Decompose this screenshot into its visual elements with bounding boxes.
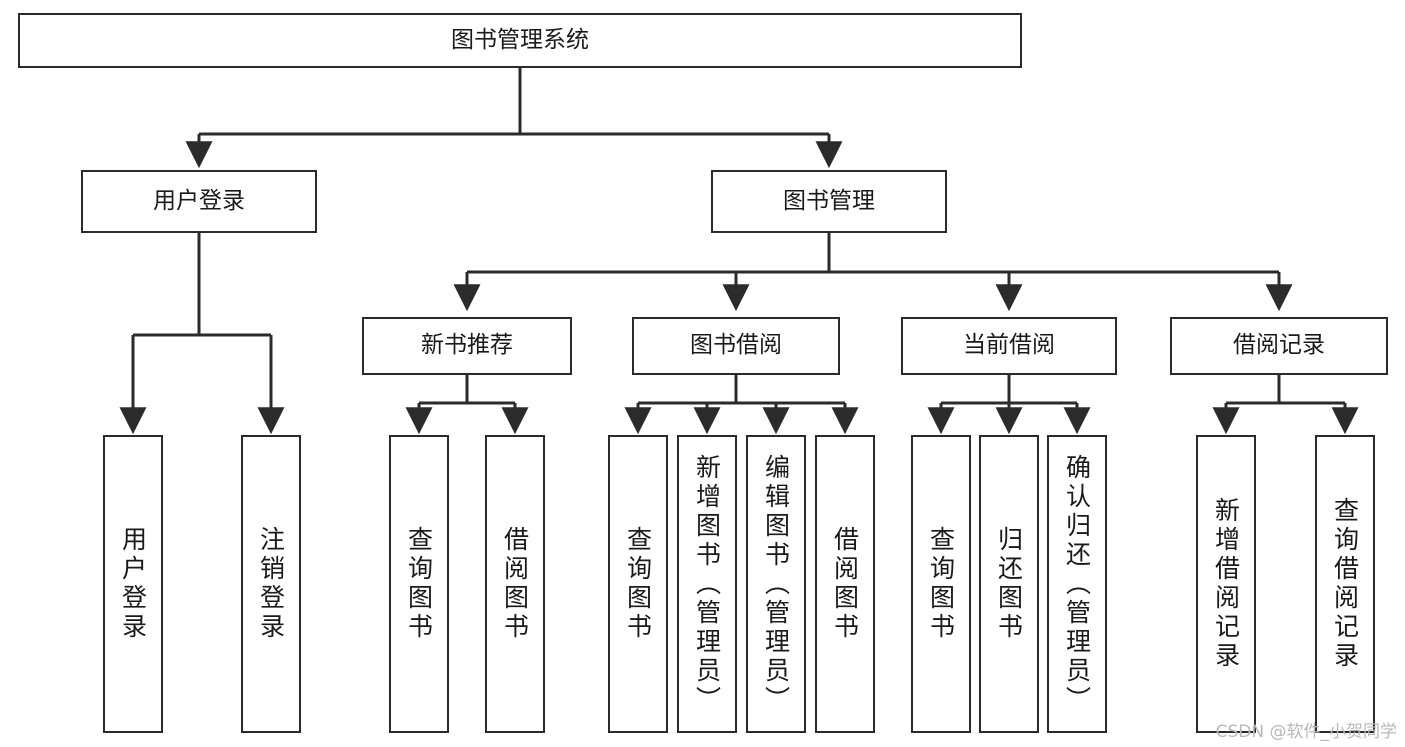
node-leaf-user-logout[interactable]: 注销登录 xyxy=(241,435,301,733)
node-leaf-edit-book[interactable]: 编辑图书（管理员） xyxy=(746,435,806,733)
node-leaf-query-book-3-label: 查询图书 xyxy=(926,526,956,642)
node-leaf-add-book-label: 新增图书（管理员） xyxy=(692,453,722,715)
node-leaf-query-book-1-label: 查询图书 xyxy=(404,526,434,642)
node-leaf-query-book-3[interactable]: 查询图书 xyxy=(911,435,971,733)
node-leaf-query-book-1[interactable]: 查询图书 xyxy=(389,435,449,733)
node-leaf-borrow-book-2-label: 借阅图书 xyxy=(830,526,860,642)
node-leaf-query-record-label: 查询借阅记录 xyxy=(1330,497,1360,671)
node-leaf-borrow-book-1[interactable]: 借阅图书 xyxy=(485,435,545,733)
node-leaf-user-logout-label: 注销登录 xyxy=(256,526,286,642)
node-book-borrow-label: 图书借阅 xyxy=(690,332,782,359)
node-leaf-return-book-label: 归还图书 xyxy=(994,526,1024,642)
node-leaf-add-record-label: 新增借阅记录 xyxy=(1211,497,1241,671)
node-leaf-confirm-return-label: 确认归还（管理员） xyxy=(1062,453,1092,715)
node-current-borrow-label: 当前借阅 xyxy=(963,332,1055,359)
node-borrow-record-label: 借阅记录 xyxy=(1233,332,1325,359)
node-user-login-label: 用户登录 xyxy=(153,187,245,214)
node-user-login[interactable]: 用户登录 xyxy=(81,170,317,233)
watermark-text: CSDN @软件_小贺同学 xyxy=(1215,722,1397,742)
node-new-book-recommend-label: 新书推荐 xyxy=(421,332,513,359)
node-leaf-query-book-2[interactable]: 查询图书 xyxy=(608,435,668,733)
node-book-manage-label: 图书管理 xyxy=(783,187,875,214)
node-book-borrow[interactable]: 图书借阅 xyxy=(632,317,840,375)
node-borrow-record[interactable]: 借阅记录 xyxy=(1170,317,1388,375)
node-current-borrow[interactable]: 当前借阅 xyxy=(901,317,1117,375)
node-book-manage[interactable]: 图书管理 xyxy=(711,170,947,233)
node-leaf-query-book-2-label: 查询图书 xyxy=(623,526,653,642)
node-leaf-add-book[interactable]: 新增图书（管理员） xyxy=(677,435,737,733)
node-leaf-user-login-label: 用户登录 xyxy=(118,526,148,642)
node-leaf-user-login[interactable]: 用户登录 xyxy=(103,435,163,733)
node-new-book-recommend[interactable]: 新书推荐 xyxy=(362,317,572,375)
node-leaf-confirm-return[interactable]: 确认归还（管理员） xyxy=(1047,435,1107,733)
node-leaf-query-record[interactable]: 查询借阅记录 xyxy=(1315,435,1375,733)
node-leaf-add-record[interactable]: 新增借阅记录 xyxy=(1196,435,1256,733)
node-root-label: 图书管理系统 xyxy=(451,26,589,53)
node-leaf-borrow-book-1-label: 借阅图书 xyxy=(500,526,530,642)
node-leaf-edit-book-label: 编辑图书（管理员） xyxy=(761,453,791,715)
node-root[interactable]: 图书管理系统 xyxy=(18,13,1022,68)
node-leaf-return-book[interactable]: 归还图书 xyxy=(979,435,1039,733)
node-leaf-borrow-book-2[interactable]: 借阅图书 xyxy=(815,435,875,733)
